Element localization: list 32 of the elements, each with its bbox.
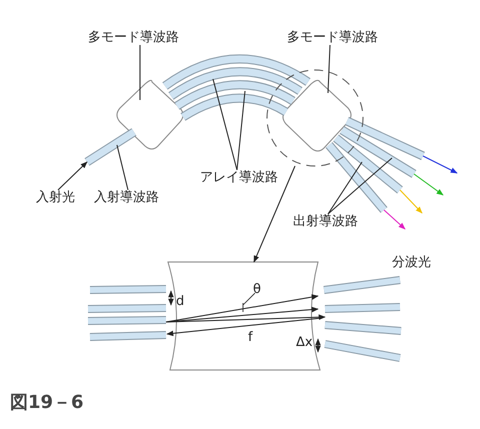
waveguide — [162, 54, 310, 90]
leader-line — [328, 44, 330, 94]
angle-label: θ — [253, 282, 261, 297]
arrow — [422, 156, 458, 174]
leader-line — [236, 90, 246, 170]
waveguide-label: 多モード導波路 — [287, 30, 378, 45]
waveguide — [180, 94, 288, 121]
waveguide — [326, 142, 388, 213]
light-label: 分波光 — [392, 255, 431, 270]
waveguide-label: 出射導波路 — [293, 214, 358, 229]
light-label: 入射光 — [36, 190, 75, 205]
arrow — [400, 190, 422, 214]
dimension-label: Δx — [296, 335, 313, 350]
waveguide — [345, 116, 425, 160]
arrow — [254, 166, 296, 263]
waveguide — [84, 128, 136, 166]
waveguide-label: アレイ導波路 — [200, 170, 278, 185]
waveguide-label: 多モード導波路 — [88, 30, 179, 45]
waveguide-label: 入射導波路 — [94, 190, 159, 205]
waveguide — [174, 80, 296, 110]
waveguide — [168, 67, 302, 100]
leader-line — [116, 144, 128, 190]
figure-caption: 図19－6 — [10, 393, 84, 413]
dimension-label: d — [176, 294, 184, 309]
leader-line — [328, 162, 362, 214]
arrow — [414, 174, 444, 196]
waveguide — [333, 134, 403, 194]
waveguide — [340, 126, 416, 178]
arrow — [58, 162, 88, 190]
leader-line — [328, 158, 392, 214]
dimension-label: f — [248, 330, 253, 345]
arrow — [384, 210, 406, 230]
